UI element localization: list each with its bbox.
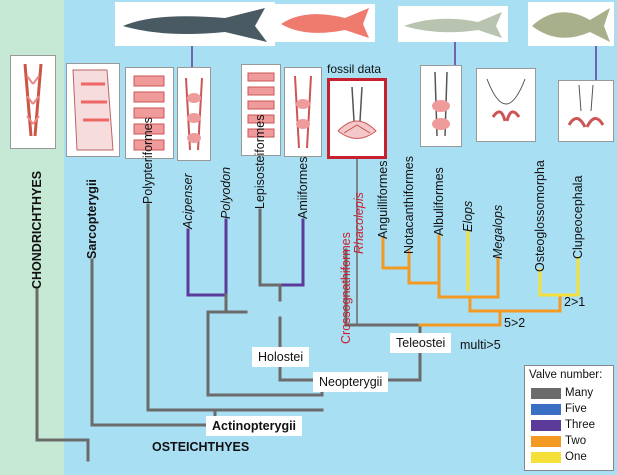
label-sarcopterygii: Sarcopterygii (85, 179, 99, 259)
valve-number-legend: Valve number: Many Five Three Two One (524, 365, 614, 471)
valve-illustration-sarcopterygii (66, 63, 120, 157)
legend-title: Valve number: (529, 369, 603, 381)
valve-drawing-icon (23, 63, 43, 137)
legend-label-three: Three (565, 419, 596, 431)
valve-illustration-megalops (476, 68, 536, 142)
legend-label-one: One (565, 451, 587, 463)
sturgeon-fish-icon (115, 2, 275, 46)
valve-illustration-amiiformes (284, 67, 322, 157)
branch-notacanthi-node (407, 266, 441, 285)
label-notacanthiformes: Notacanthiformes (402, 156, 416, 254)
branch-anguilliformes (381, 236, 411, 270)
valve-drawing-icon (337, 86, 377, 139)
legend-item-two: Two (531, 435, 615, 449)
valve-drawing-icon (72, 69, 114, 151)
valve-illustration-rhacolepis (327, 78, 387, 159)
branch-albuliformes-node (437, 281, 500, 299)
valve-illustration-acipenser (177, 67, 211, 161)
label-elops: Elops (461, 200, 475, 232)
label-rhacolepis: Rhacolepis (352, 192, 366, 254)
branch-osteo-clupeo-node (518, 293, 562, 313)
label-chondrichthyes: CHONDRICHTHYES (30, 170, 44, 289)
label-megalops: Megalops (491, 204, 505, 259)
legend-swatch-five (531, 404, 561, 415)
valve-drawing-icon (432, 71, 450, 137)
carangid-fish-icon (528, 2, 614, 46)
label-acipenser: Acipenser (181, 173, 195, 229)
label-actinopterygii: Actinopterygii (206, 416, 303, 436)
legend-item-three: Three (531, 419, 615, 433)
annotation-multi-to-5: multi>5 (460, 338, 501, 352)
branch-amiiformes (278, 218, 305, 287)
valve-drawing-icon (294, 75, 312, 149)
valve-illustration-lepisosteiformes (241, 64, 281, 156)
annotation-5-to-2: 5>2 (504, 316, 526, 330)
valve-drawing-icon (185, 77, 203, 151)
legend-item-many: Many (531, 387, 615, 401)
valve-illustration-albuliformes (420, 65, 462, 147)
legend-swatch-two (531, 436, 561, 447)
branch-acipenser (186, 228, 228, 297)
legend-label-five: Five (565, 403, 587, 415)
valve-drawing-icon (486, 78, 526, 122)
label-polyodon: Polyodon (219, 166, 233, 219)
legend-swatch-one (531, 452, 561, 463)
branch-elopomorpha-node (468, 295, 522, 313)
label-albuliformes: Albuliformes (432, 167, 446, 236)
legend-item-one: One (531, 451, 615, 465)
branch-lepisosteiformes (258, 208, 282, 287)
label-anguilliformes: Anguilliformes (376, 160, 390, 239)
valve-drawing-icon (133, 75, 165, 151)
label-osteichthyes: OSTEICHTHYES (152, 440, 250, 454)
legend-item-five: Five (531, 403, 615, 417)
valve-illustration-polypteriformes (125, 67, 174, 159)
label-holostei: Holostei (252, 347, 310, 367)
label-neopterygii: Neopterygii (313, 372, 389, 392)
valve-drawing-icon (247, 72, 275, 138)
legend-swatch-many (531, 388, 561, 399)
branch-osteoglossomorpha (538, 268, 580, 297)
valve-illustration-chondrichthyes (10, 55, 56, 149)
branch-sarcopterygii (90, 258, 217, 427)
valve-drawing-icon (567, 84, 605, 128)
branch-chondrichthyes (35, 288, 90, 442)
branch-polypteriformes (146, 203, 324, 412)
label-teleostei: Teleostei (390, 333, 452, 353)
valve-illustration-clupeocephala (558, 80, 614, 142)
label-amiiformes: Amiiformes (296, 156, 310, 219)
elops-fish-icon (398, 6, 508, 42)
legend-swatch-three (531, 420, 561, 431)
legend-label-two: Two (565, 435, 587, 447)
legend-label-many: Many (565, 387, 594, 399)
branch-teleost-crown (418, 309, 502, 327)
label-polypteriformes: Polypteriformes (141, 117, 155, 204)
label-crossognathiformes: Crossognathiformes (339, 232, 353, 344)
annotation-2-to-1: 2>1 (564, 295, 586, 309)
label-lepisosteiformes: Lepisosteiformes (253, 114, 267, 210)
rhacolepis-fish-icon (275, 4, 375, 42)
fossil-data-label: fossil data (327, 62, 382, 76)
label-clupeocephala: Clupeocephala (571, 175, 585, 259)
label-osteoglossomorpha: Osteoglossomorpha (533, 160, 547, 272)
